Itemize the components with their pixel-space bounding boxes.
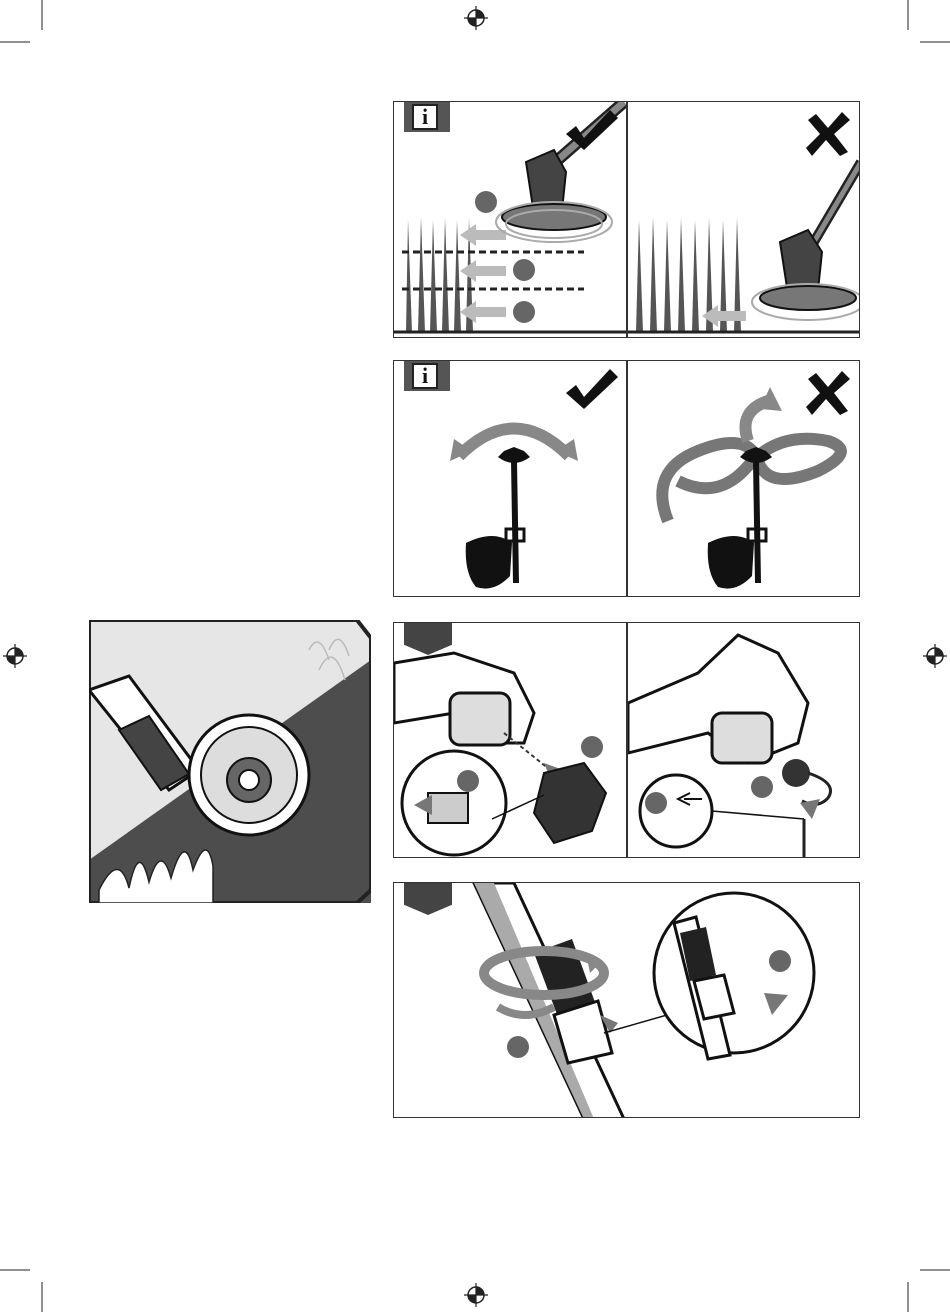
info-letter: i [412, 104, 438, 130]
checkmark-icon [562, 108, 620, 152]
registration-mark-bottom-icon [464, 1283, 488, 1307]
panel-cut-wrong [627, 101, 860, 338]
battery-plug-illustration [628, 623, 860, 858]
shaft-assembly-illustration [394, 883, 860, 1118]
registration-mark-right-icon [923, 644, 947, 668]
cross-icon [804, 369, 852, 417]
registration-mark-top-icon [464, 6, 488, 30]
panel-battery-insert [393, 622, 627, 858]
panel-shaft-assembly [393, 882, 860, 1118]
panel-swing-wrong [627, 360, 860, 597]
cross-icon [804, 110, 852, 158]
panel-edge-trimming [89, 620, 371, 903]
panel-battery-plug [627, 622, 860, 858]
info-badge-icon: i [404, 101, 450, 132]
panel-swing-correct: i [393, 360, 627, 597]
info-letter: i [412, 363, 438, 389]
checkmark-icon [562, 367, 620, 411]
registration-mark-left-icon [3, 644, 27, 668]
battery-insert-illustration [394, 623, 627, 858]
panel-cut-correct: i [393, 101, 627, 338]
info-badge-icon: i [404, 360, 450, 391]
edge-trimming-illustration [89, 620, 371, 903]
